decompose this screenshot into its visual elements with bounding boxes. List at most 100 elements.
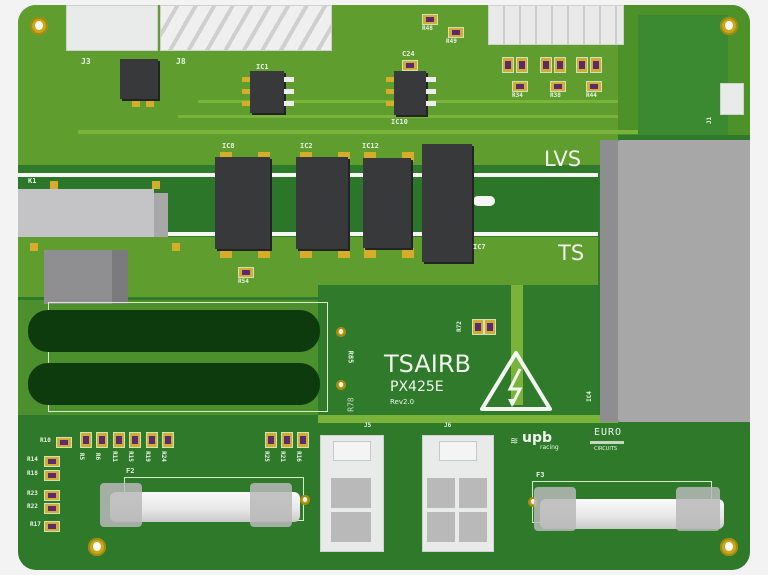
pad (386, 77, 394, 82)
resistor-r24[interactable] (162, 432, 174, 448)
resistor[interactable] (554, 57, 566, 73)
resistor-r17[interactable] (44, 521, 60, 532)
label-r44: R44 (586, 92, 597, 99)
pad (172, 243, 180, 251)
resistor-r16[interactable] (297, 432, 309, 448)
resistor-r48[interactable] (422, 14, 438, 25)
pad (386, 101, 394, 106)
resistor-r34[interactable] (512, 81, 528, 92)
label-r38: R38 (550, 92, 561, 99)
fuse-clip (100, 483, 142, 527)
resistor-r18[interactable] (44, 470, 60, 481)
resistor[interactable] (576, 57, 588, 73)
logo-fab-name: EURO (594, 427, 623, 438)
ic-ic8[interactable] (215, 157, 270, 249)
transformer-block[interactable] (44, 250, 112, 304)
label-r49: R49 (446, 38, 457, 45)
trace-top-1 (78, 130, 638, 134)
capacitor-c24[interactable] (402, 60, 418, 71)
resistor-r21[interactable] (281, 432, 293, 448)
resistor[interactable] (516, 57, 528, 73)
ic-ic12[interactable] (363, 158, 411, 248)
resistor-r72[interactable] (472, 319, 484, 335)
pad (152, 181, 160, 189)
resistor-r11[interactable] (113, 432, 125, 448)
logo-fab-bar (590, 441, 624, 444)
resistor-r54[interactable] (238, 267, 254, 278)
pad (242, 77, 250, 82)
pad (284, 77, 294, 82)
resistor-r38[interactable] (550, 81, 566, 92)
fuse-clip (534, 487, 576, 531)
label-r78: R78 (346, 397, 356, 412)
connector-top-8pin[interactable] (488, 5, 624, 45)
logo-fab-sub: CIRCUITS (594, 446, 618, 452)
label-r22: R22 (27, 503, 38, 510)
resistor-r19[interactable] (146, 432, 158, 448)
connector-j3[interactable] (66, 5, 158, 51)
connector-j6[interactable] (422, 435, 494, 552)
transformer-block-side (112, 250, 128, 304)
board-title: TSAIRB (384, 350, 471, 378)
ic-ic7[interactable] (422, 144, 472, 262)
ic-ic1[interactable] (250, 71, 284, 113)
ic-regulator[interactable] (120, 59, 158, 99)
capacitor-large-2[interactable] (28, 363, 320, 405)
connector-j5-pin (331, 478, 371, 508)
resistor-r10[interactable] (56, 437, 72, 448)
label-r14: R14 (27, 456, 38, 463)
resistor-r49[interactable] (448, 27, 464, 38)
label-ic1: IC1 (256, 63, 269, 71)
pad (338, 248, 350, 258)
connector-j1[interactable] (720, 83, 744, 115)
resistor-r14[interactable] (44, 456, 60, 467)
ic-ic4[interactable] (618, 140, 750, 422)
resistor-r44[interactable] (586, 81, 602, 92)
resistor-r25[interactable] (265, 432, 277, 448)
capacitor-large-1[interactable] (28, 310, 320, 352)
pad (50, 181, 58, 189)
resistor[interactable] (590, 57, 602, 73)
label-ic4: IC4 (585, 391, 593, 402)
resistor[interactable] (484, 319, 496, 335)
pad (220, 248, 232, 258)
label-r18: R18 (27, 470, 38, 477)
connector-j5-latch (333, 441, 371, 461)
relay-k1-side (154, 193, 168, 237)
label-ic10: IC10 (391, 118, 408, 126)
label-ts-zone: TS (558, 241, 585, 265)
label-r17: R17 (30, 521, 41, 528)
label-ic12: IC12 (362, 142, 379, 150)
resistor[interactable] (540, 57, 552, 73)
connector-j5[interactable] (320, 435, 384, 552)
mounting-hole-top-left (30, 17, 48, 35)
relay-k1[interactable] (18, 189, 154, 237)
pad (132, 101, 140, 107)
label-r24: R24 (159, 451, 167, 462)
resistor-r15[interactable] (129, 432, 141, 448)
label-ic2: IC2 (300, 142, 313, 150)
label-c24: C24 (402, 50, 415, 58)
label-j6: J6 (444, 422, 452, 429)
resistor-r23[interactable] (44, 490, 60, 501)
ic-ic2[interactable] (296, 157, 348, 249)
board-part-number: PX425E (390, 379, 444, 395)
label-ic8: IC8 (222, 142, 235, 150)
label-j1: J1 (706, 116, 714, 125)
pcb-board[interactable]: J3 J8 IC1 C24 IC10 R48 R49 R34 R38 R44 J… (18, 5, 750, 570)
connector-j8[interactable] (160, 5, 332, 51)
label-f2: F2 (126, 467, 135, 475)
pad (426, 89, 436, 94)
resistor[interactable] (502, 57, 514, 73)
resistor-r6[interactable] (96, 432, 108, 448)
resistor-r22[interactable] (44, 503, 60, 514)
connector-j6-pin (427, 512, 455, 542)
pad (284, 101, 294, 106)
ic-ic10[interactable] (394, 71, 426, 115)
label-r5: R5 (78, 452, 86, 461)
mounting-hole-top-right (720, 17, 738, 35)
resistor-r5[interactable] (80, 432, 92, 448)
pad (146, 101, 154, 107)
connector-j6-latch (439, 441, 477, 461)
label-j5: J5 (364, 422, 372, 429)
